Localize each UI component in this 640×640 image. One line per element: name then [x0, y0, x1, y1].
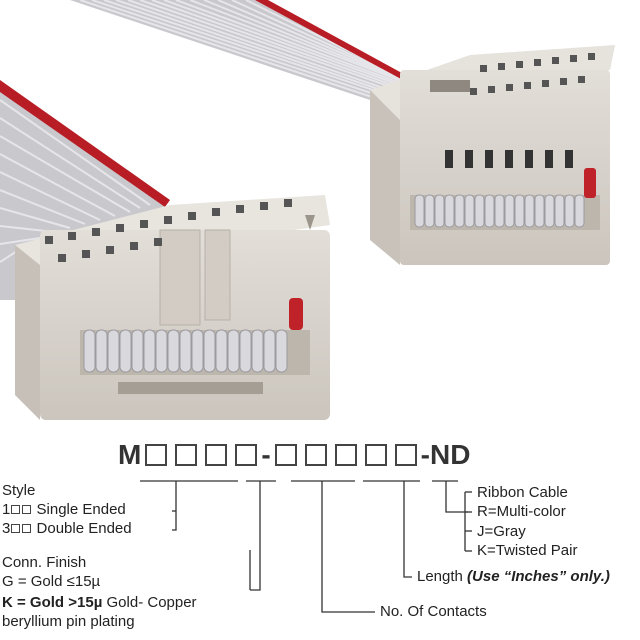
- cable-gray: J=Gray: [477, 523, 526, 540]
- contacts-label: No. Of Contacts: [380, 603, 487, 620]
- pn-slot-style-2: [175, 444, 198, 466]
- pn-slot-length-2: [364, 444, 387, 466]
- slot-box-icon: [22, 505, 32, 514]
- pn-slot-length: [334, 444, 357, 466]
- pn-slot-style: [145, 444, 168, 466]
- part-number-template: M - -ND: [118, 438, 470, 472]
- length-note: (Use “Inches” only.): [467, 568, 610, 585]
- pn-slot-contacts-2: [304, 444, 327, 466]
- pn-slot-finish-2: [235, 444, 258, 466]
- style-option-single-code: 1: [2, 501, 11, 518]
- part-number-suffix: -ND: [420, 439, 471, 470]
- length-label: Length (Use “Inches” only.): [417, 567, 610, 586]
- finish-gold-gt-line2: beryllium pin plating: [2, 613, 135, 630]
- style-option-single-text: Single Ended: [36, 501, 126, 518]
- pn-slot-cable: [394, 444, 417, 466]
- cable-heading: Ribbon Cable: [477, 484, 568, 501]
- right-connector: [370, 45, 615, 265]
- ribbon-cable-top: [70, 0, 422, 100]
- slot-box-icon: [22, 524, 32, 533]
- style-option-double: 3 Double Ended: [2, 519, 132, 538]
- finish-heading: Conn. Finish: [2, 554, 87, 571]
- callout-lines: [140, 480, 472, 613]
- finish-gold-gt: K = Gold >15µ Gold- Copper: [2, 593, 197, 612]
- style-option-double-text: Double Ended: [36, 520, 132, 537]
- slot-box-icon: [11, 505, 21, 514]
- length-text: Length: [417, 568, 468, 585]
- slot-box-icon: [11, 524, 21, 533]
- part-number-prefix: M: [118, 439, 142, 470]
- style-option-double-code: 3: [2, 520, 11, 537]
- pn-slot-finish: [205, 444, 228, 466]
- pn-slot-contacts: [274, 444, 297, 466]
- style-heading: Style: [2, 482, 36, 499]
- style-option-single: 1 Single Ended: [2, 500, 126, 519]
- left-connector: [15, 195, 330, 420]
- finish-gold-gt-tail: Gold- Copper: [102, 594, 197, 611]
- finish-gold-gt-code: K = Gold >15µ: [2, 594, 103, 611]
- part-number-separator: -: [261, 439, 271, 470]
- finish-gold-le: G = Gold ≤15µ: [2, 573, 101, 590]
- cable-multi: R=Multi-color: [477, 503, 566, 520]
- cable-twisted: K=Twisted Pair: [477, 542, 578, 559]
